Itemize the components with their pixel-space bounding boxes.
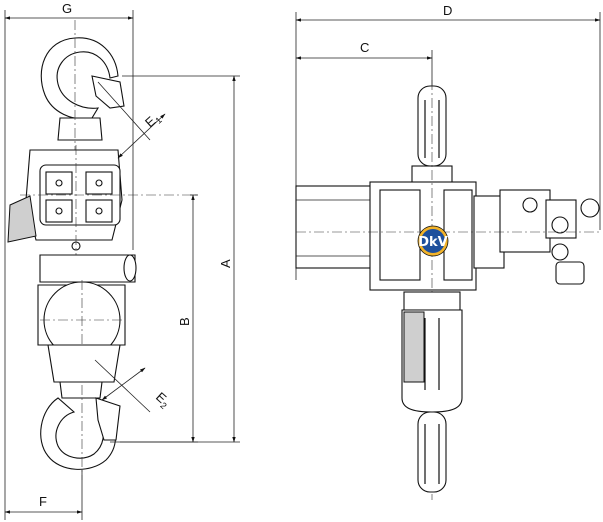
bottom-block-front xyxy=(401,291,463,493)
svg-text:2: 2 xyxy=(158,400,168,411)
logo-disc xyxy=(421,229,445,253)
dim-f-label: F xyxy=(39,494,47,509)
bottom-hook xyxy=(40,381,121,480)
dim-c-label: C xyxy=(360,40,369,55)
dim-b-label: B xyxy=(177,317,192,326)
top-hook xyxy=(40,20,125,150)
chain-body xyxy=(37,254,137,383)
side-view: G F A B E 1 E 2 xyxy=(4,1,240,520)
dim-e2-label: E 2 xyxy=(153,389,170,411)
dim-g-label: G xyxy=(62,1,72,16)
dkv-logo: DkV xyxy=(417,225,449,257)
dim-e1-label: E 1 xyxy=(142,113,164,130)
logo-text: DkV xyxy=(418,235,448,250)
front-view: D C xyxy=(295,3,601,500)
svg-text:1: 1 xyxy=(153,115,163,126)
dim-d-label: D xyxy=(443,3,452,18)
gear-block xyxy=(7,145,200,260)
dim-a-label: A xyxy=(218,259,233,268)
main-body-front xyxy=(295,80,600,500)
